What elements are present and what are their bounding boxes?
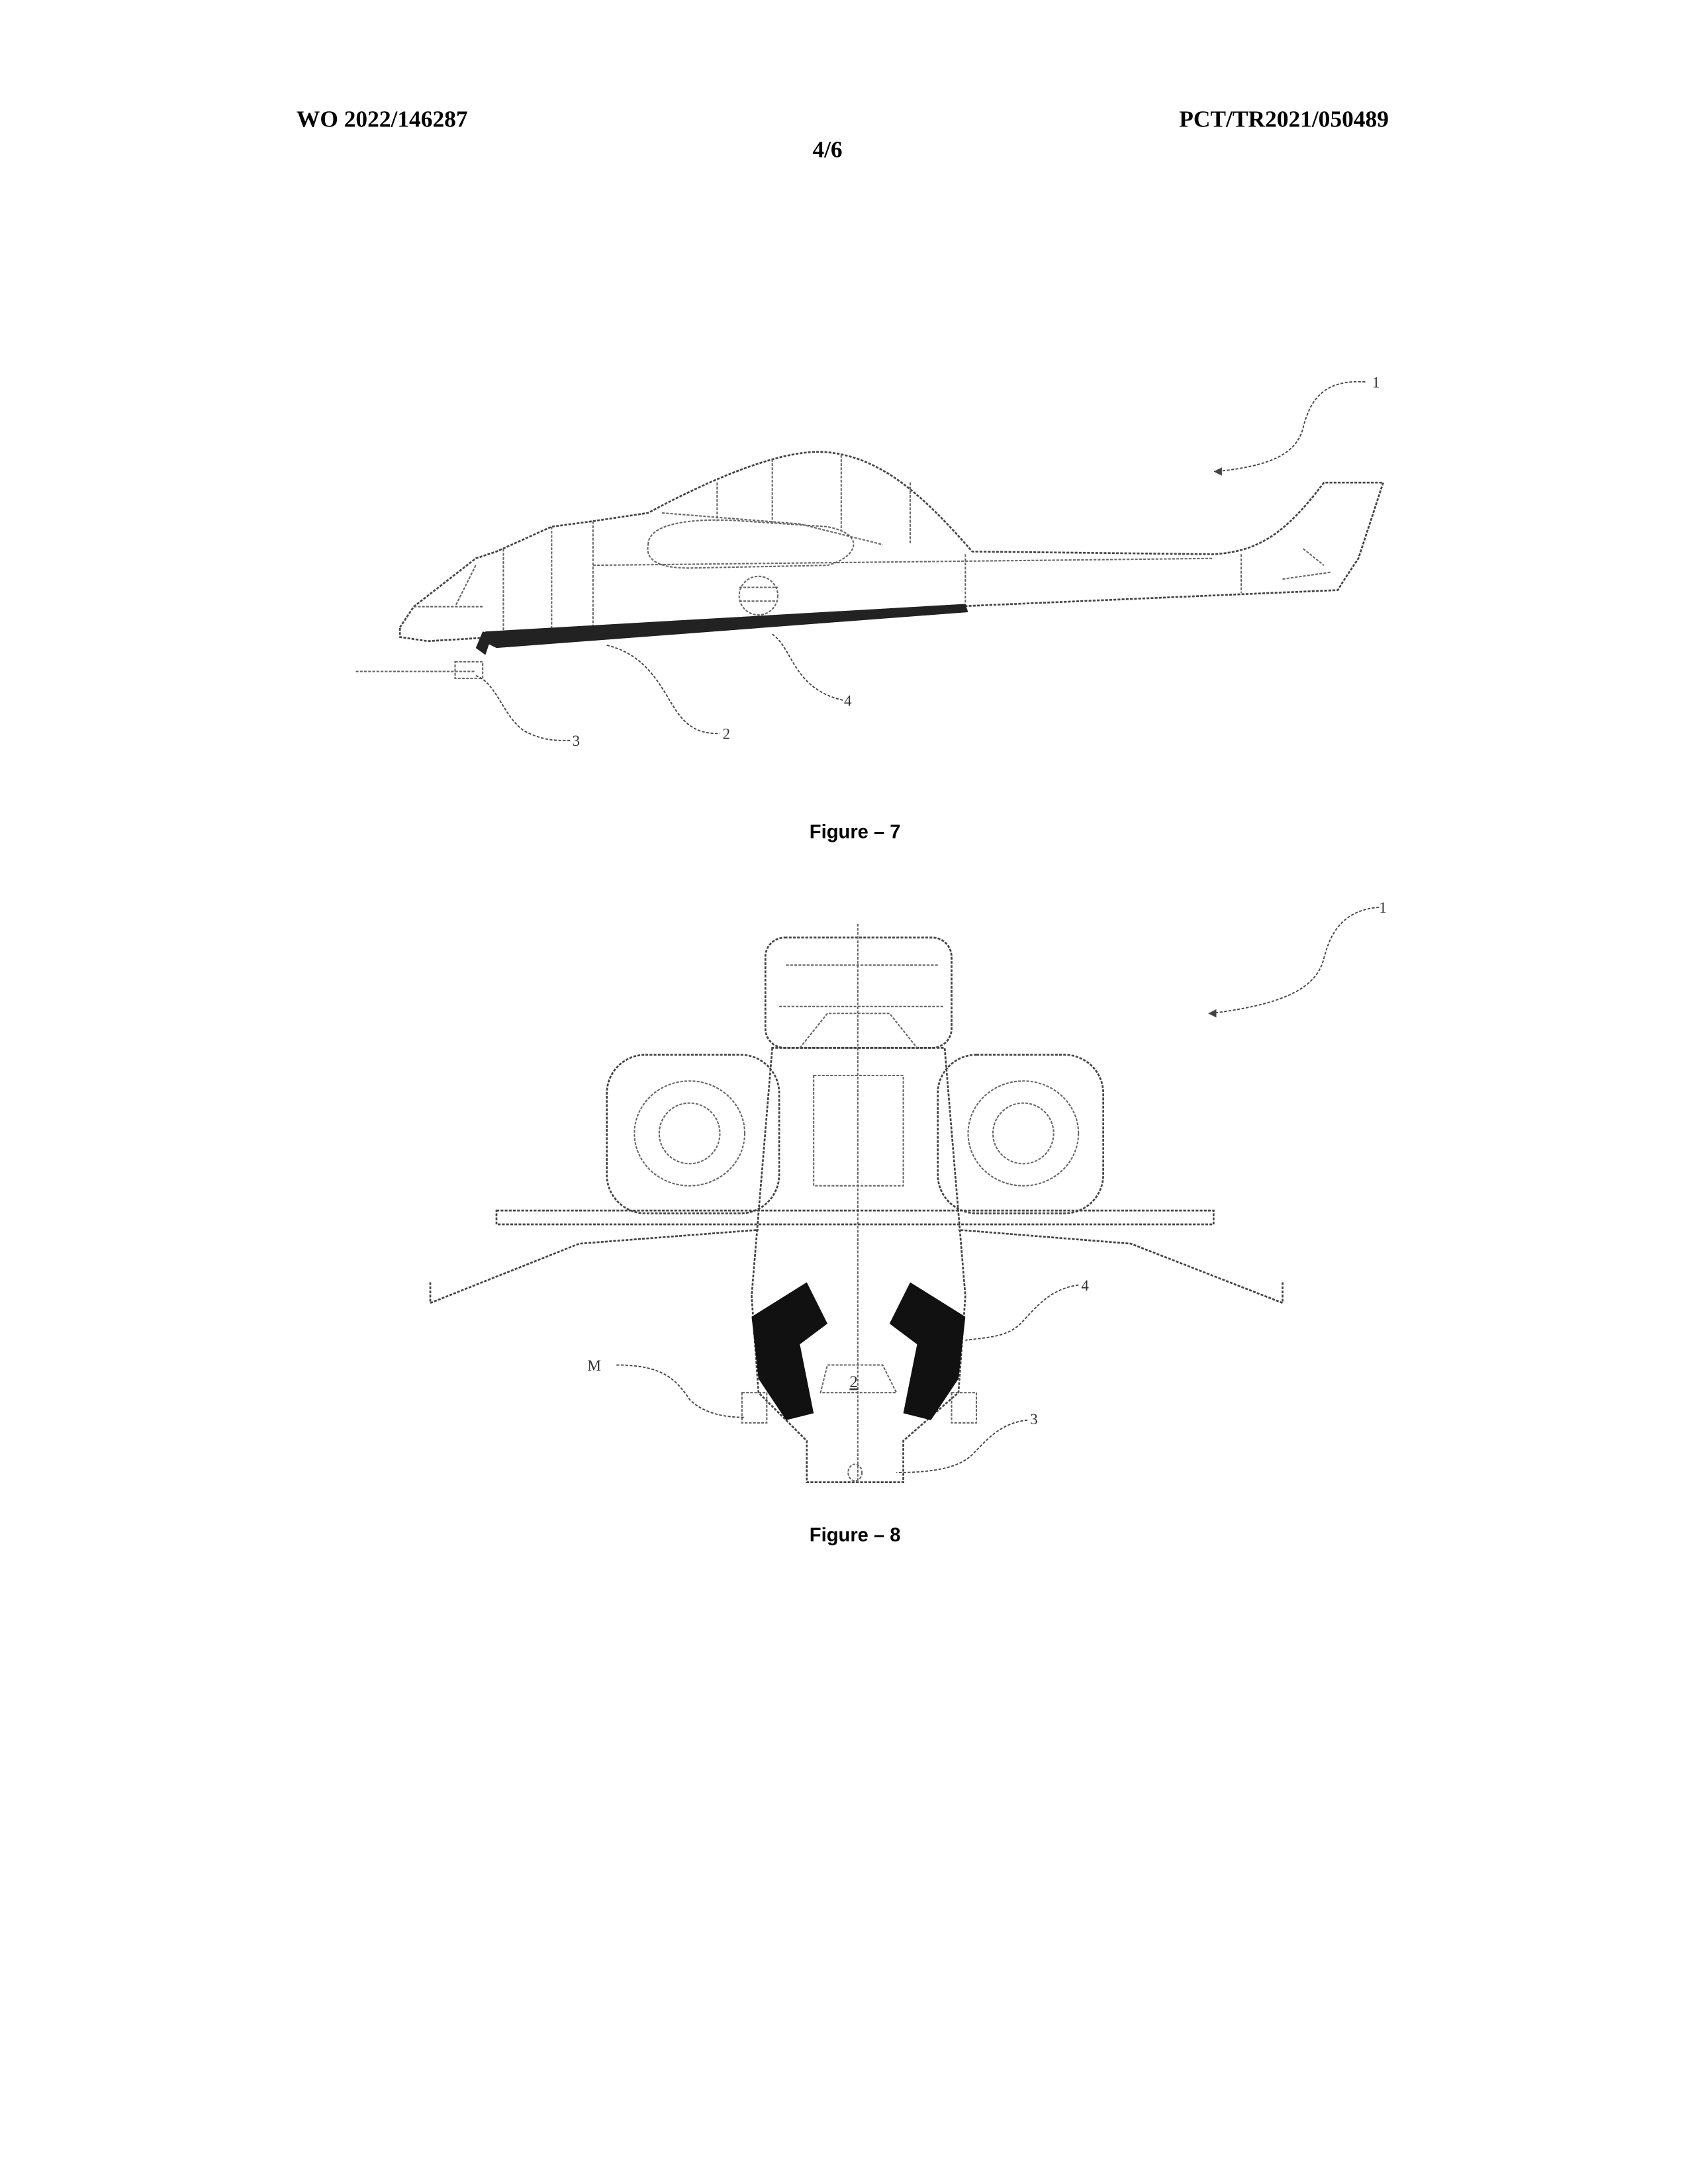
fig8-ref-label-3: 3 (1030, 1411, 1037, 1428)
figure-8-caption: Figure – 8 (810, 1525, 901, 1546)
housing-right (889, 1282, 966, 1420)
fig8-ref-label-1: 1 (1379, 899, 1386, 916)
application-number: PCT/TR2021/050489 (1179, 106, 1389, 132)
fig8-ref-label-4: 4 (1081, 1277, 1089, 1294)
fig8-ref-label-m: M (588, 1357, 601, 1374)
ref-label-3: 3 (573, 733, 580, 749)
figure-7-caption: Figure – 7 (810, 822, 901, 843)
publication-number: WO 2022/146287 (297, 106, 468, 132)
fig8-ref-label-2: 2 (849, 1373, 858, 1391)
sheet-number: 4/6 (812, 136, 842, 163)
rail-bar (483, 604, 968, 649)
figure-8-front-view: 1 4 2 M 3 (429, 899, 1387, 1483)
ref-label-4: 4 (844, 693, 852, 709)
ref-label-2: 2 (723, 726, 730, 743)
housing-left (751, 1282, 827, 1420)
figure-7-side-view: 1 4 2 3 (355, 374, 1385, 749)
ref-label-1: 1 (1372, 374, 1380, 390)
